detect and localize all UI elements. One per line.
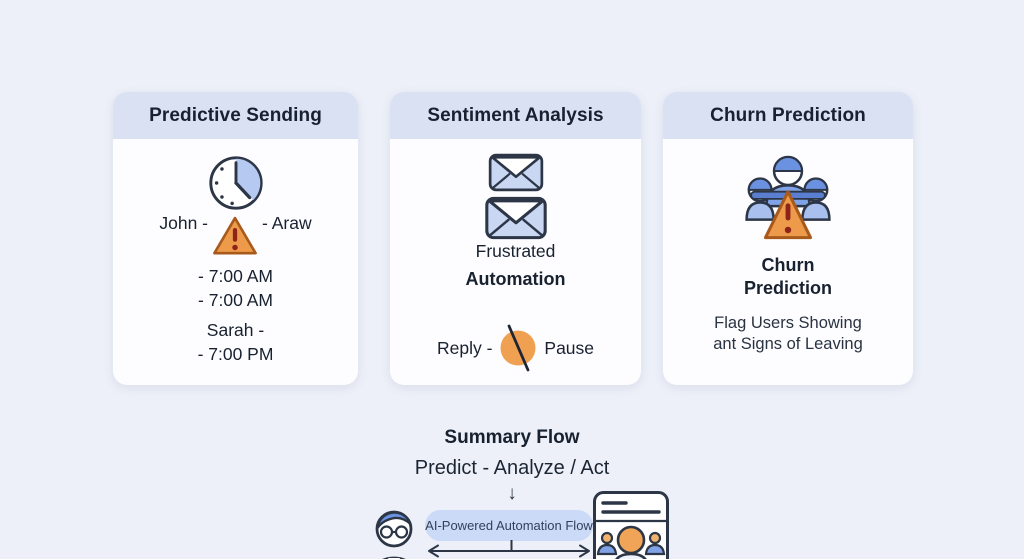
sentiment-label: Frustrated	[475, 241, 556, 261]
envelope-icon	[484, 196, 547, 240]
schedule-name-right: - Araw	[262, 212, 312, 233]
clock-duration-icon	[208, 156, 263, 210]
churn-description-line2: ant Signs of Leaving	[713, 335, 863, 353]
schedule-line: John - - Araw	[159, 212, 312, 255]
churn-description-line1: Flag Users Showing	[714, 314, 862, 332]
summary-subtitle: Predict - Analyze / Act	[414, 457, 610, 479]
card-predictive-sending: Predictive Sending John - - Araw	[113, 92, 358, 385]
automation-label: Automation	[465, 269, 566, 289]
summary-title: Summary Flow	[444, 427, 580, 448]
reply-pause-line: Reply - Pause	[437, 324, 594, 372]
schedule-name: Sarah -	[206, 320, 265, 340]
send-time: - 7:00 AM	[198, 266, 273, 286]
analyst-person-icon	[375, 510, 413, 559]
card-title: Predictive Sending	[113, 92, 358, 139]
send-time: - 7:00 PM	[197, 344, 274, 364]
card-churn-prediction: Churn Prediction	[663, 92, 913, 385]
card-body: Frustrated Automation Reply - Pause	[390, 139, 641, 372]
user-group-warning-icon	[745, 155, 831, 240]
down-arrow-icon: ↓	[507, 483, 517, 504]
card-body: Churn Prediction Flag Users Showing ant …	[663, 139, 913, 355]
schedule-name-left: John -	[159, 212, 209, 233]
warning-triangle-icon	[213, 216, 257, 255]
action-label-right: Pause	[544, 337, 595, 358]
card-body: John - - Araw - 7:00 AM - 7:00 AM Sarah …	[113, 139, 358, 365]
card-title: Sentiment Analysis	[390, 92, 641, 139]
ai-automation-pill: AI-Powered Automation Flow	[425, 510, 593, 541]
card-sentiment-analysis: Sentiment Analysis Frustrated Automation…	[390, 92, 641, 385]
card-title: Churn Prediction	[663, 92, 913, 139]
churn-heading-line1: Churn	[761, 255, 815, 275]
envelope-icon	[488, 153, 543, 192]
action-label-left: Reply -	[436, 337, 493, 358]
send-time: - 7:00 AM	[198, 290, 273, 310]
crm-window-users-icon	[593, 491, 669, 559]
churn-heading-line2: Prediction	[743, 278, 832, 298]
double-headed-arrow-icon	[428, 540, 590, 558]
pause-slash-icon	[500, 324, 536, 372]
